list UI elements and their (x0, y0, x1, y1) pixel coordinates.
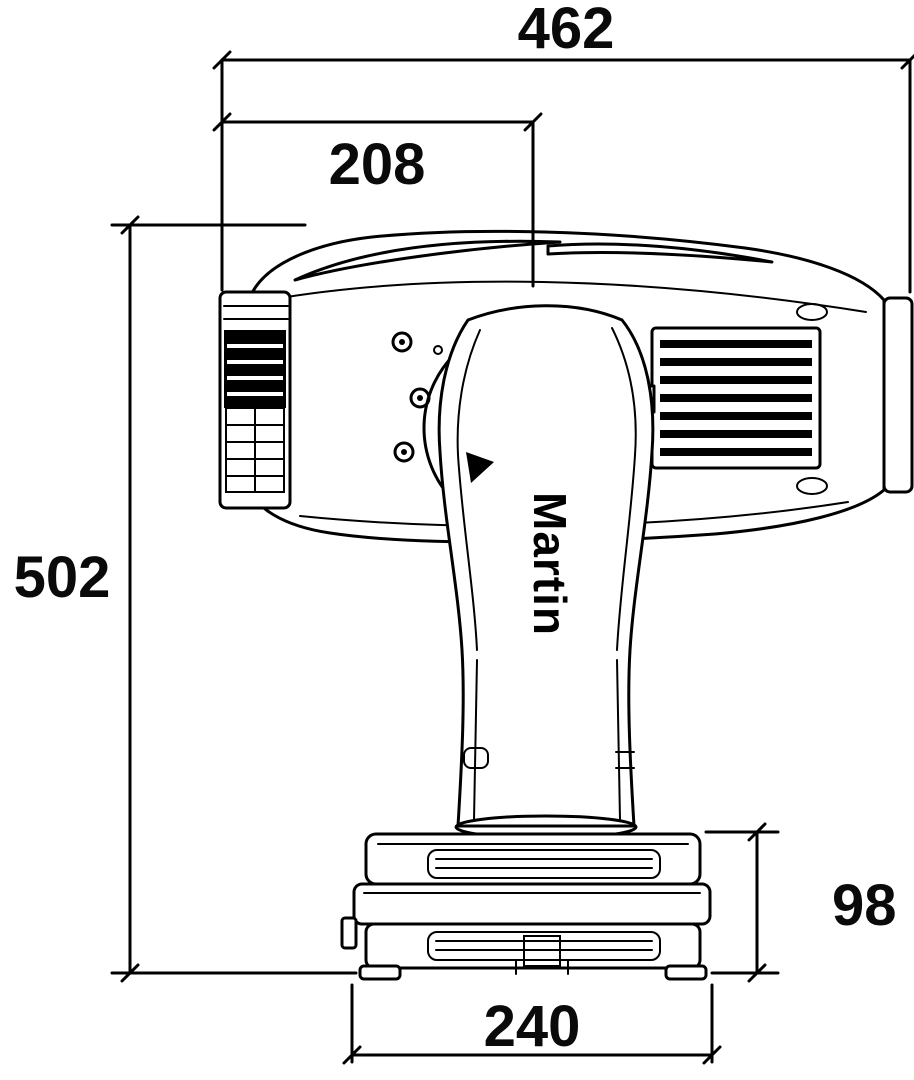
dim-front-width: 208 (212, 112, 543, 288)
screw-center (401, 449, 407, 455)
fixture-base (340, 814, 712, 981)
base-foot-right (664, 964, 708, 981)
arm-column-line-left (473, 659, 478, 821)
dimension-label-front-width: 208 (329, 132, 426, 197)
brand-logo-text: Martin (524, 492, 576, 636)
head-contour-top (267, 280, 867, 313)
vent-slat (660, 394, 812, 402)
arm-slot-detail (463, 747, 489, 769)
arm-inner-contour-right (611, 327, 637, 651)
dimension-tick (342, 1045, 362, 1065)
small-screw (433, 345, 443, 355)
base-side-connector (340, 916, 358, 950)
dim-total-width: 462 (212, 0, 914, 294)
rear-screw-bottom (796, 477, 828, 495)
base-center-bracket (523, 935, 561, 967)
rear-screw-top (796, 303, 828, 321)
yoke-arm: Martin (437, 304, 655, 828)
front-lens-louvers (218, 290, 292, 510)
vent-slat (660, 340, 812, 348)
dimension-tick (523, 112, 543, 132)
screw (391, 331, 413, 353)
base-middle-plate (352, 882, 712, 926)
vent-slat (660, 358, 812, 366)
dimension-tick (212, 50, 232, 70)
base-handle-slot (427, 849, 661, 879)
dim-base-height: 98 (704, 822, 897, 983)
dimension-label-base-width: 240 (484, 994, 581, 1059)
vent-slat (660, 412, 812, 420)
lens-dark-band (224, 330, 286, 408)
yoke-arm-outline (437, 304, 655, 828)
arm-inner-contour-left (456, 329, 481, 651)
dimension-tick (900, 53, 914, 70)
dim-base-width: 240 (342, 983, 722, 1065)
dimension-tick (702, 1045, 722, 1065)
dimension-label-total-width: 462 (518, 0, 615, 61)
rear-vent-grid (641, 326, 822, 470)
vent-slat (660, 430, 812, 438)
vent-slat (660, 448, 812, 456)
dim-total-height: 502 (14, 215, 358, 983)
dimension-tick (120, 963, 140, 983)
martin-logo-arrow-icon (466, 452, 494, 483)
head-top-fin-left (293, 239, 562, 282)
dimension-tick (747, 963, 767, 983)
head-rear-cap (882, 296, 914, 494)
base-bottom-plate (364, 922, 702, 970)
base-foot-left (358, 964, 402, 981)
dimension-label-base-height: 98 (832, 873, 897, 938)
dimension-tick (120, 215, 140, 235)
screw (393, 441, 415, 463)
dimension-label-total-height: 502 (14, 545, 111, 610)
screw-center (417, 395, 423, 401)
arm-column-line-right (616, 659, 621, 821)
base-bottom-slot (427, 931, 661, 961)
dimension-tick (747, 822, 767, 842)
dimension-tick (212, 112, 232, 132)
vent-slat (660, 376, 812, 384)
screw-center (399, 339, 405, 345)
head-top-fin-right (546, 242, 774, 264)
